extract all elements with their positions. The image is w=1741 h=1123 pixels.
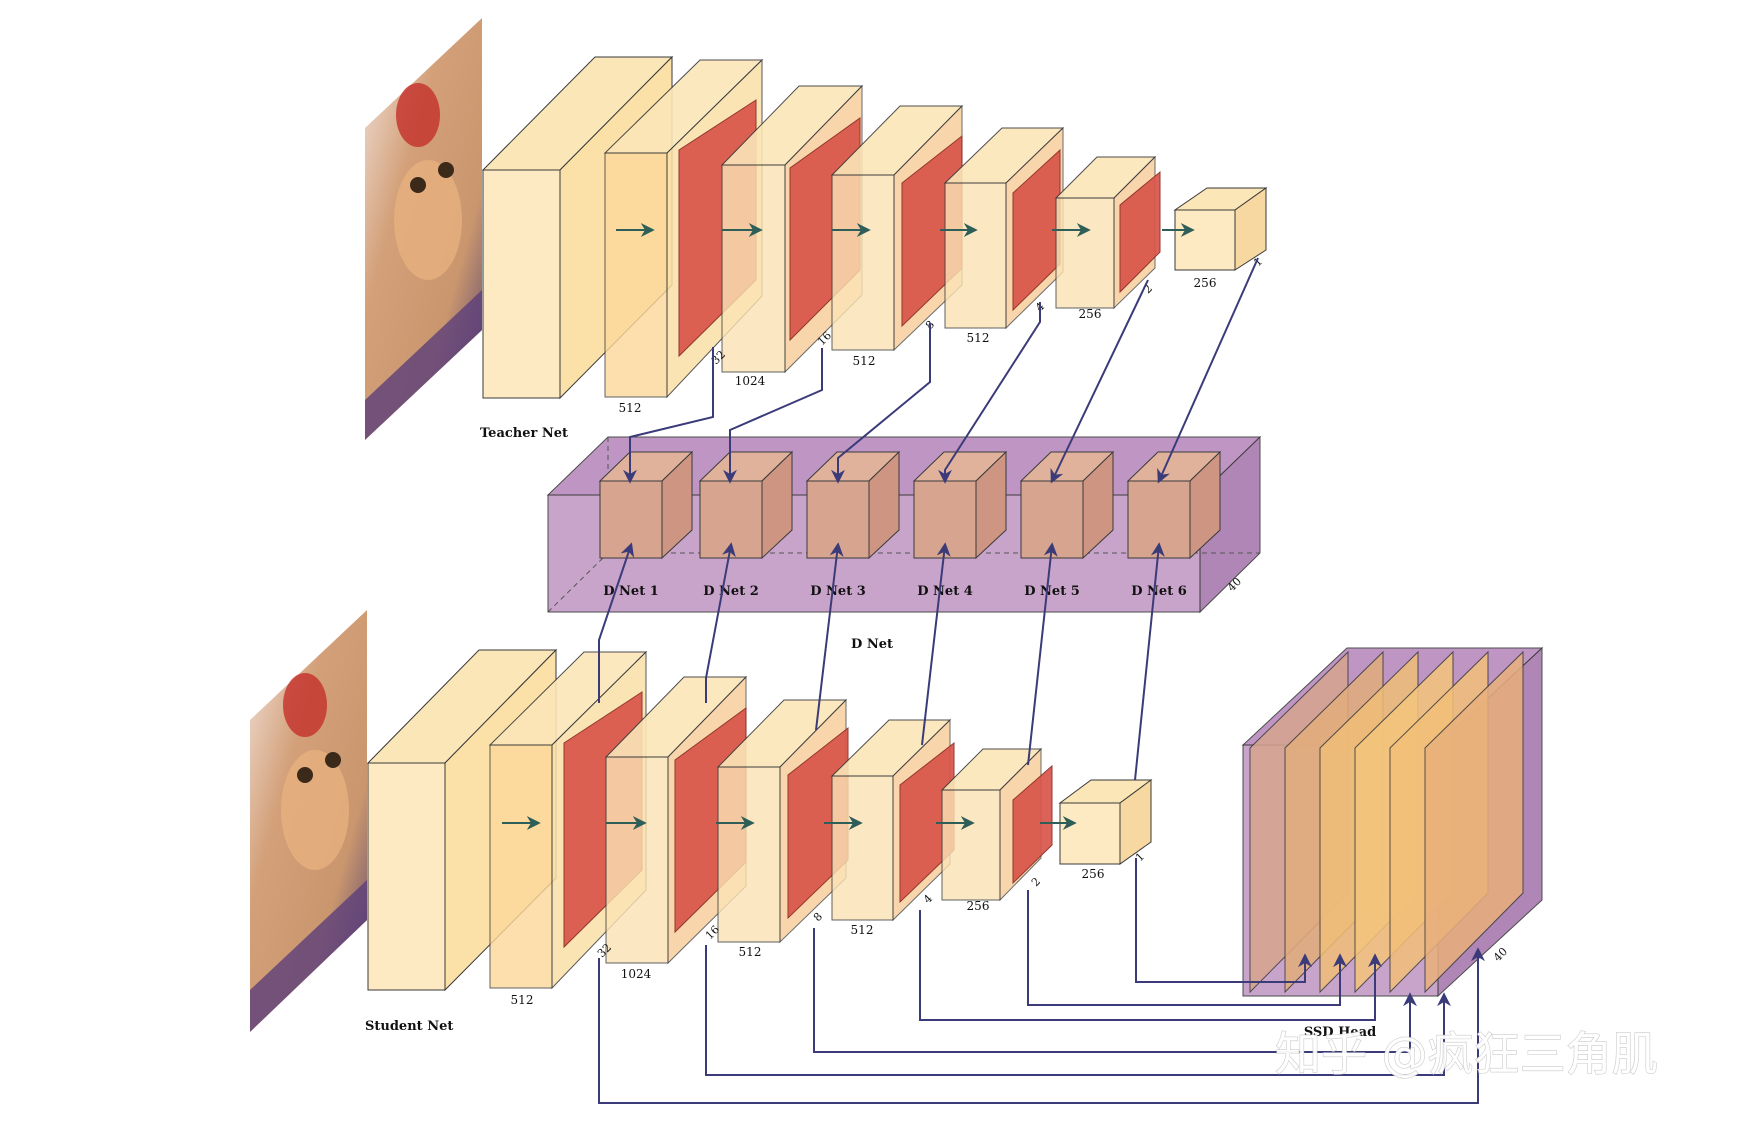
student-scale-label: 4 [921, 892, 935, 906]
teacher-net-title: Teacher Net [480, 426, 568, 441]
dnet-cube [805, 450, 901, 560]
student-depth-label: 512 [851, 923, 874, 937]
student-scale-label: 8 [811, 910, 825, 924]
teacher-input-image [365, 18, 482, 440]
dnet-cube [1126, 450, 1222, 560]
student-conv-layers [366, 648, 1153, 992]
teacher-depth-label: 512 [853, 354, 876, 368]
ssd-head-title: SSD Head [1304, 1025, 1376, 1040]
dnet-module-label: D Net 5 [1024, 584, 1080, 599]
dnet-module-label: D Net 1 [603, 584, 659, 599]
dnet-module-label: D Net 6 [1131, 584, 1187, 599]
teacher-net: 512 1024 512 512 256 256 32 16 8 4 2 1 T… [365, 18, 1268, 441]
student-to-ssd-arrows [598, 858, 1485, 1104]
ssd-head: 40 SSD Head [1241, 646, 1544, 1040]
dnet-module-label: D Net 2 [703, 584, 759, 599]
student-depth-label: 512 [511, 993, 534, 1007]
student-net-title: Student Net [365, 1019, 453, 1034]
dnet-module-label: D Net 4 [917, 584, 973, 599]
teacher-depth-label: 256 [1194, 276, 1217, 290]
student-depth-label: 512 [739, 945, 762, 959]
watermark: 知乎 @疯狂三角肌 [1275, 1027, 1658, 1081]
teacher-depth-labels: 512 1024 512 512 256 256 [619, 276, 1217, 415]
dnet-cube [698, 450, 794, 560]
teacher-depth-label: 1024 [735, 374, 766, 388]
student-to-dnet-arrows [598, 542, 1165, 781]
teacher-depth-label: 512 [619, 401, 642, 415]
student-input-image [250, 610, 367, 1032]
student-depth-label: 256 [1082, 867, 1105, 881]
dnet-cube [912, 450, 1008, 560]
dnet-block: D Net 1 D Net 2 D Net 3 D Net 4 D Net 5 … [546, 435, 1262, 652]
dnet-module-label: D Net 3 [810, 584, 866, 599]
dnet-cube [598, 450, 694, 560]
dnet-title: D Net [851, 637, 893, 652]
student-depth-label: 1024 [621, 967, 652, 981]
teacher-depth-label: 512 [967, 331, 990, 345]
teacher-depth-label: 256 [1079, 307, 1102, 321]
teacher-to-dnet-arrows [623, 257, 1259, 484]
teacher-conv-layers [481, 55, 1268, 400]
dnet-module-labels: D Net 1 D Net 2 D Net 3 D Net 4 D Net 5 … [603, 584, 1187, 599]
student-depth-labels: 512 1024 512 512 256 256 [511, 867, 1105, 1007]
student-scale-label: 2 [1029, 875, 1043, 889]
student-net: 512 1024 512 512 256 256 32 16 8 4 2 1 S… [250, 610, 1153, 1034]
ssd-feature-plates [1249, 650, 1524, 994]
student-depth-label: 256 [967, 899, 990, 913]
dnet-cube [1019, 450, 1115, 560]
ssd-depth-label: 40 [1491, 945, 1510, 964]
